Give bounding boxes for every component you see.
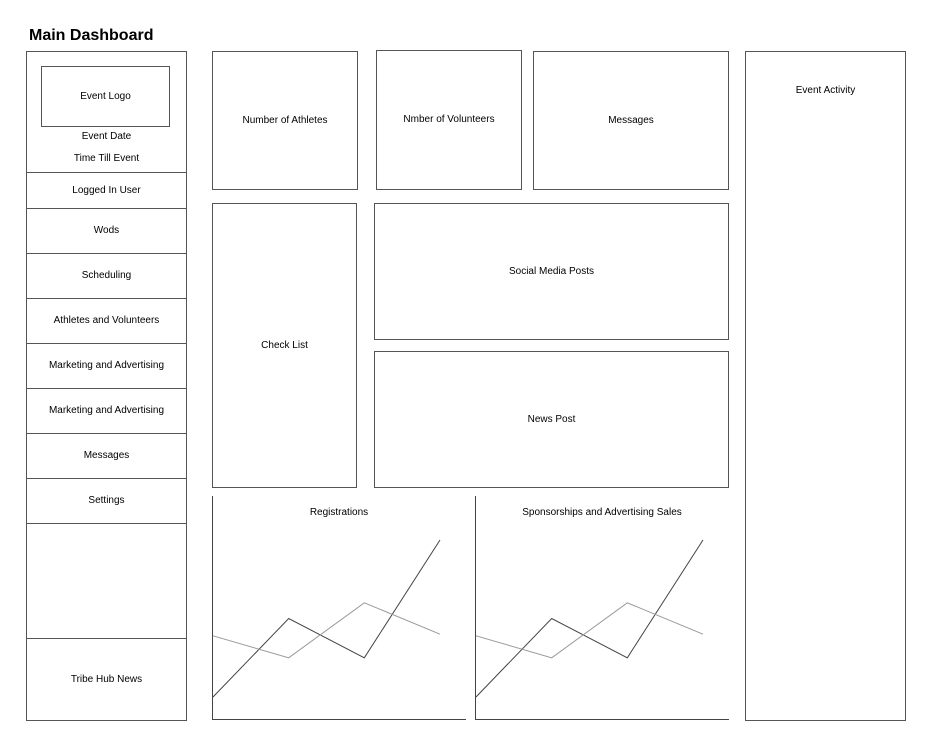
sidebar-item-label: Marketing and Advertising — [48, 360, 165, 371]
sponsorships-chart-svg: Sponsorships and Advertising Sales — [475, 496, 729, 720]
sidebar-item-marketing-advertising-2[interactable]: Marketing and Advertising — [27, 388, 186, 433]
event-logo-label: Event Logo — [80, 90, 131, 102]
sidebar-item-athletes-volunteers[interactable]: Athletes and Volunteers — [27, 298, 186, 343]
messages-card-label: Messages — [608, 114, 654, 126]
sponsorships-chart: Sponsorships and Advertising Sales — [475, 496, 729, 721]
social-media-posts-panel[interactable]: Social Media Posts — [374, 203, 729, 340]
athletes-count-label: Number of Athletes — [242, 114, 328, 126]
sidebar-item-label: Scheduling — [81, 270, 132, 281]
sidebar-item-marketing-advertising[interactable]: Marketing and Advertising — [27, 343, 186, 388]
tribe-hub-news[interactable]: Tribe Hub News — [27, 638, 186, 720]
sidebar-item-label: Wods — [93, 225, 120, 236]
series-line-1 — [475, 602, 704, 659]
event-date: Event Date — [81, 131, 132, 142]
sidebar-item-label: Marketing and Advertising — [48, 405, 165, 416]
event-activity-panel[interactable]: Event Activity — [745, 51, 906, 721]
registrations-chart-svg: Registrations — [212, 496, 466, 720]
sidebar-item-label: Messages — [83, 450, 130, 461]
sidebar-item-scheduling[interactable]: Scheduling — [27, 253, 186, 298]
checklist-panel[interactable]: Check List — [212, 203, 357, 488]
sidebar: Event Logo Event Date Time Till Event Lo… — [26, 51, 187, 721]
checklist-label: Check List — [261, 339, 308, 351]
event-logo: Event Logo — [41, 66, 170, 127]
tribe-hub-news-label: Tribe Hub News — [70, 673, 143, 685]
news-post-panel[interactable]: News Post — [374, 351, 729, 488]
messages-card[interactable]: Messages — [533, 51, 729, 190]
chart-title: Sponsorships and Advertising Sales — [522, 507, 682, 518]
chart-title: Registrations — [310, 507, 368, 518]
sidebar-empty-slot — [27, 523, 186, 638]
volunteers-count-label: Nmber of Volunteers — [403, 114, 495, 125]
logged-in-user-label: Logged In User — [72, 184, 141, 196]
time-till-event: Time Till Event — [73, 153, 140, 164]
registrations-chart: Registrations — [212, 496, 466, 721]
volunteers-count-card[interactable]: Nmber of Volunteers — [376, 50, 522, 190]
event-activity-title: Event Activity — [795, 85, 856, 96]
sidebar-item-messages[interactable]: Messages — [27, 433, 186, 478]
page-title: Main Dashboard — [29, 27, 154, 44]
series-line-0 — [212, 539, 441, 698]
news-post-label: News Post — [527, 413, 576, 425]
athletes-count-card[interactable]: Number of Athletes — [212, 51, 358, 190]
sidebar-item-wods[interactable]: Wods — [27, 208, 186, 253]
sidebar-item-label: Settings — [88, 495, 125, 506]
sidebar-item-label: Athletes and Volunteers — [53, 315, 160, 326]
sidebar-item-settings[interactable]: Settings — [27, 478, 186, 523]
series-line-1 — [212, 602, 441, 659]
social-media-posts-label: Social Media Posts — [508, 265, 595, 277]
series-line-0 — [475, 539, 704, 698]
logged-in-user[interactable]: Logged In User — [27, 172, 186, 208]
